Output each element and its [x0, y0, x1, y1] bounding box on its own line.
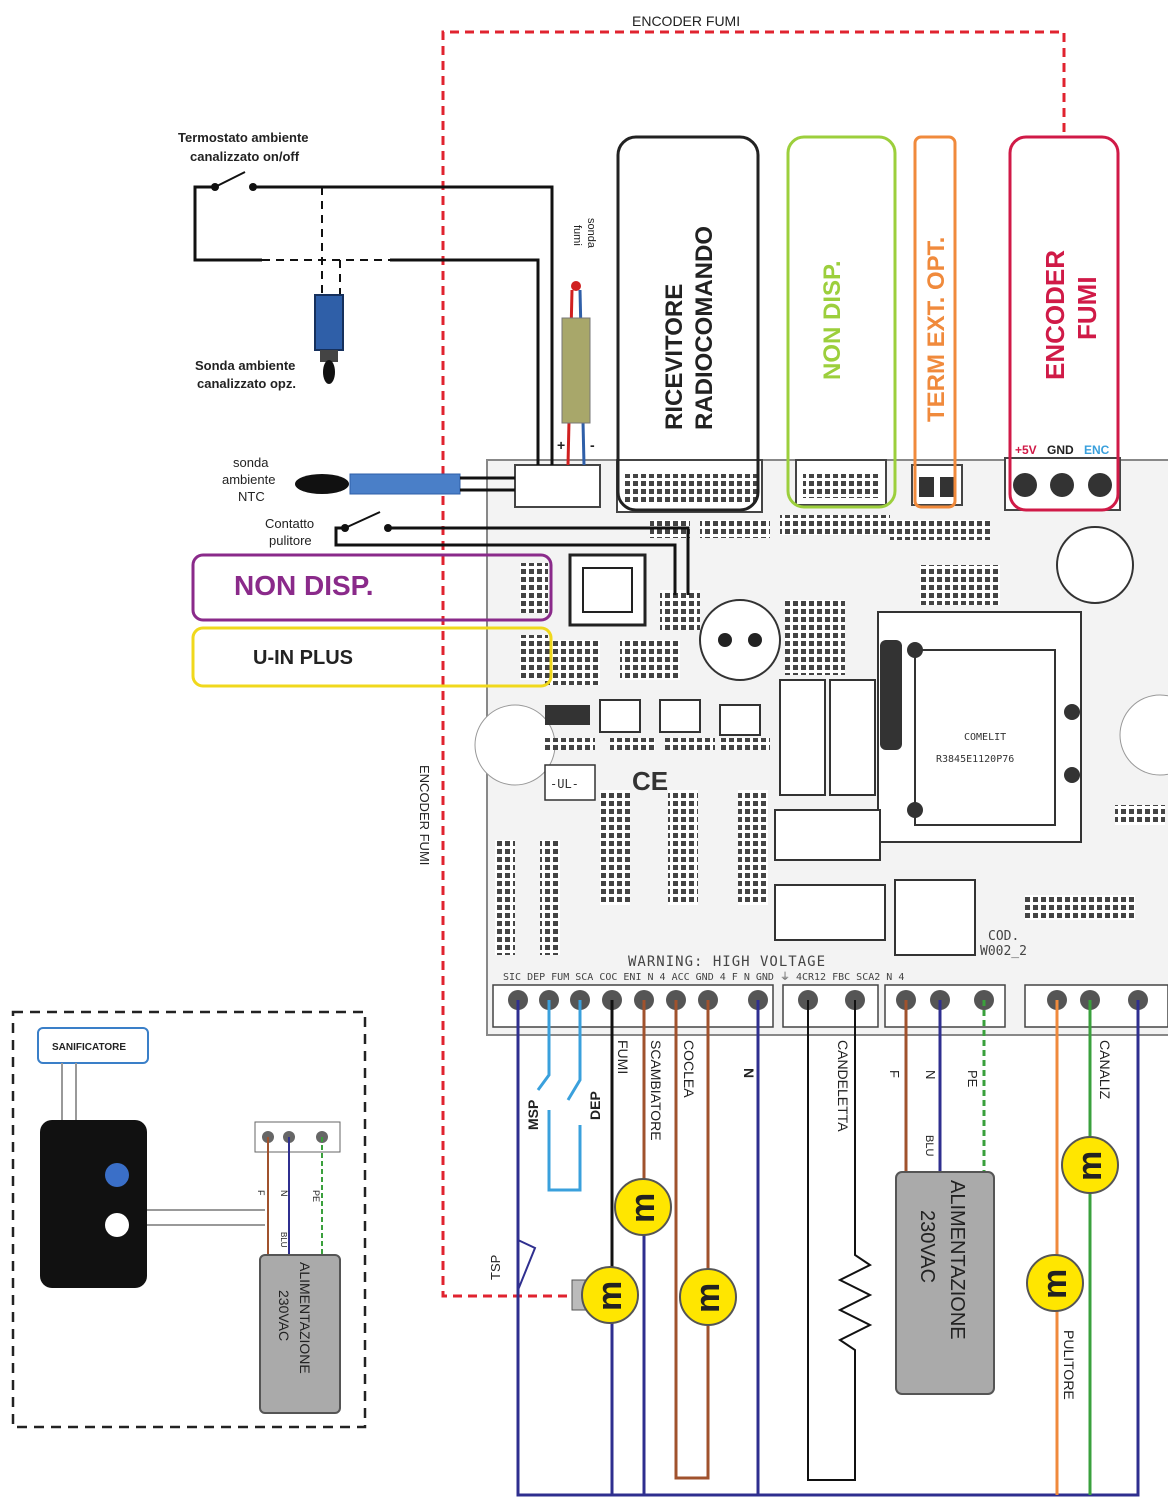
thermostat-wires — [193, 171, 554, 465]
pulitore-label: PULITORE — [1061, 1330, 1077, 1400]
dep-label: DEP — [587, 1091, 603, 1120]
sanificatore-box — [37, 1027, 149, 1064]
encoder-box — [1008, 135, 1120, 512]
non-disp-top-box — [786, 135, 897, 509]
motor-fumi — [571, 1266, 639, 1324]
top-encoder-label: ENCODER FUMI — [632, 13, 740, 29]
u-in-plus-connector — [520, 635, 548, 680]
inset-frame — [11, 1010, 367, 1429]
cleaner-contact-wires — [334, 511, 690, 595]
terminal-blocks — [492, 984, 1168, 1028]
cod-label: COD. — [988, 929, 1019, 944]
contact-label-2: pulitore — [269, 533, 312, 548]
candeletta-wire — [807, 1000, 873, 1481]
power-f-label: F — [887, 1070, 902, 1078]
sanificatore-device — [40, 1120, 147, 1288]
encoder-dashed-wire — [441, 30, 1066, 1298]
n-label: N — [741, 1068, 757, 1078]
flue-probe-label-1: sonda — [585, 218, 597, 249]
thermostat-label-2: canalizzato on/off — [190, 149, 300, 164]
non-disp-connector — [520, 563, 548, 613]
power-pe-label: PE — [965, 1070, 980, 1088]
sanificatore-label: SANIFICATORE — [52, 1042, 126, 1053]
inset-pe-label: PE — [311, 1190, 321, 1202]
non-disp-left-label: NON DISP. — [234, 570, 374, 601]
inset-power-line1: ALIMENTAZIONE — [297, 1262, 313, 1374]
room-probe — [314, 294, 344, 384]
ntc-label-3: NTC — [238, 489, 265, 504]
scambiatore-label: SCAMBIATORE — [648, 1040, 664, 1141]
warning-text: WARNING: HIGH VOLTAGE — [628, 954, 826, 970]
ul-mark: -UL- — [550, 777, 579, 791]
svg-text:m: m — [689, 1283, 727, 1313]
motor-coclea — [679, 1268, 737, 1326]
flue-probe-plus: + — [557, 437, 565, 453]
neutral-bus — [516, 1000, 1140, 1497]
sanificatore-led-blue — [105, 1163, 129, 1187]
msp-label: MSP — [525, 1100, 541, 1130]
coclea-wire — [674, 1000, 710, 1480]
terminal-labels: SIC DEP FUM SCA COC ENI N 4 ACC GND 4 F … — [503, 971, 904, 983]
coclea-label: COCLEA — [681, 1040, 697, 1098]
term-ext-label: TERM EXT. OPT. — [923, 237, 950, 422]
svg-text:m: m — [624, 1193, 662, 1223]
enc-pin-gnd: GND — [1047, 443, 1074, 457]
receiver-box — [616, 135, 760, 512]
comelit-text: COMELIT — [964, 732, 1006, 743]
pcb-board: COMELIT R3845E1120P76 — [474, 443, 1168, 1036]
thermostat-label-1: Termostato ambiente — [178, 130, 309, 145]
side-encoder-label: ENCODER FUMI — [417, 765, 432, 865]
inset-power-box — [259, 1254, 341, 1414]
ntc-probe — [295, 473, 515, 495]
room-probe-label-1: Sonda ambiente — [195, 358, 295, 373]
receiver-line1: RICEVITORE — [661, 284, 688, 430]
code-text: R3845E1120P76 — [936, 754, 1014, 765]
encoder-line1: ENCODER — [1040, 250, 1070, 380]
inset-power-line2: 230VAC — [276, 1290, 292, 1341]
canaliz-label: CANALIZ — [1097, 1040, 1113, 1100]
cod-value: W002_2 — [980, 944, 1027, 959]
power-box-line1: ALIMENTAZIONE — [946, 1180, 968, 1340]
flue-probe-minus: - — [590, 437, 595, 453]
svg-text:m: m — [1036, 1269, 1074, 1299]
flue-probe-label-2: fumi — [571, 225, 583, 246]
u-in-plus-box — [191, 626, 553, 688]
power-blu-label: BLU — [923, 1135, 935, 1156]
motor-canaliz — [1061, 1136, 1119, 1194]
motor-pulitore — [1026, 1254, 1084, 1312]
inset-blu-label: BLU — [279, 1232, 288, 1248]
term-ext-box — [913, 135, 957, 509]
sanificatore-led-white — [105, 1213, 129, 1237]
power-n-label: N — [923, 1070, 938, 1079]
thermostat-dashed — [262, 186, 390, 295]
enc-pin-enc: ENC — [1084, 443, 1110, 457]
u-in-plus-label: U-IN PLUS — [253, 647, 353, 669]
tsp-switch — [517, 1239, 537, 1291]
contact-label-1: Contatto — [265, 516, 314, 531]
motor-glyphs: m m m m m — [591, 1151, 1109, 1313]
non-disp-left-box — [191, 553, 553, 622]
tsp-label: TSP — [488, 1255, 503, 1280]
encoder-line2: FUMI — [1072, 276, 1102, 340]
power-box — [895, 1171, 995, 1395]
power-box-line2: 230VAC — [916, 1210, 938, 1283]
flue-probe — [561, 281, 591, 466]
dep-msp-wires — [536, 1000, 582, 1192]
candeletta-label: CANDELETTA — [835, 1040, 851, 1132]
motor-scambiatore — [614, 1178, 672, 1236]
receiver-line2: RADIOCOMANDO — [691, 226, 718, 430]
ntc-label-2: ambiente — [222, 472, 275, 487]
inset-f-label: F — [256, 1190, 266, 1196]
room-probe-label-2: canalizzato opz. — [197, 376, 296, 391]
ce-mark: CE — [632, 766, 668, 796]
ntc-label-1: sonda — [233, 455, 269, 470]
svg-text:m: m — [591, 1281, 629, 1311]
fumi-label: FUMI — [615, 1040, 631, 1074]
inset-n-label: N — [279, 1190, 289, 1197]
non-disp-top-label: NON DISP. — [819, 260, 846, 380]
enc-pin-5v: +5V — [1015, 443, 1037, 457]
svg-text:m: m — [1071, 1151, 1109, 1181]
